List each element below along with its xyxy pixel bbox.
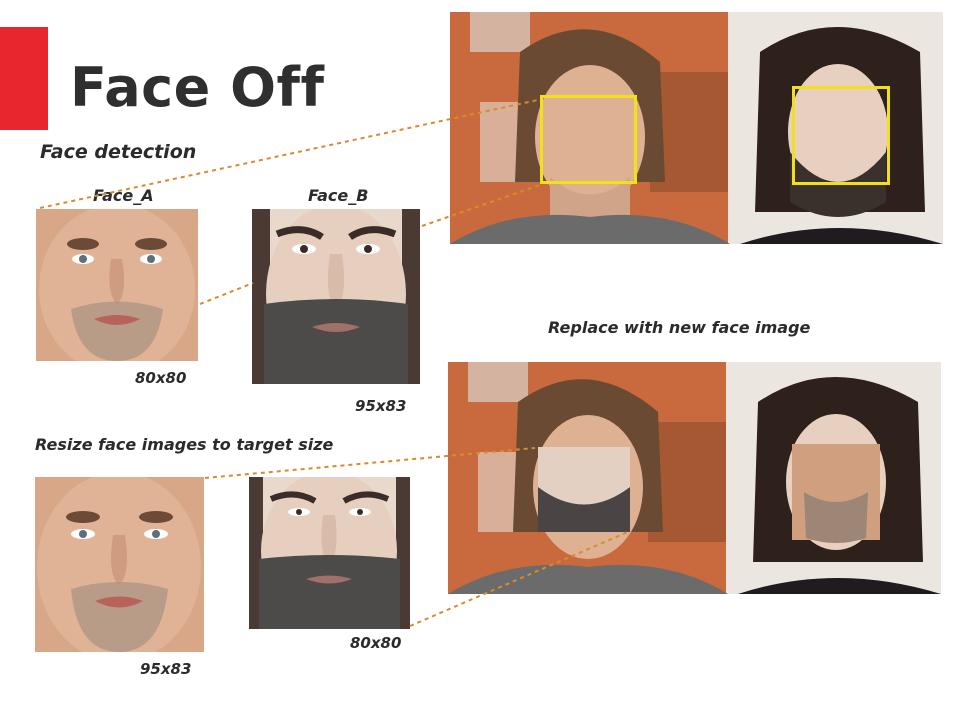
leader-line	[421, 184, 541, 227]
leader-line	[204, 447, 536, 479]
face-a-detection-box	[540, 95, 637, 184]
face-a-size: 80x80	[135, 369, 187, 387]
face-detection-heading: Face detection	[40, 141, 197, 163]
original-photo	[450, 12, 943, 244]
face-a-label: Face_A	[93, 186, 154, 205]
accent-bar	[0, 27, 48, 130]
face-b-label: Face_B	[308, 186, 369, 205]
face-b-resized-size: 80x80	[350, 634, 402, 652]
resize-heading: Resize face images to target size	[35, 435, 334, 454]
face-a-resized	[35, 477, 204, 652]
face-a-resized-size: 95x83	[140, 660, 192, 678]
leader-line	[409, 530, 631, 627]
face-b-resized	[249, 477, 410, 629]
face-b-detection-box	[792, 86, 890, 185]
face-a-crop	[36, 209, 198, 361]
replace-heading: Replace with new face image	[548, 318, 811, 337]
swapped-photo	[448, 362, 941, 594]
slide-title: Face Off	[70, 56, 325, 119]
leader-line	[39, 99, 539, 209]
leader-line	[199, 282, 254, 305]
face-b-size: 95x83	[355, 397, 407, 415]
face-b-crop	[252, 209, 420, 384]
